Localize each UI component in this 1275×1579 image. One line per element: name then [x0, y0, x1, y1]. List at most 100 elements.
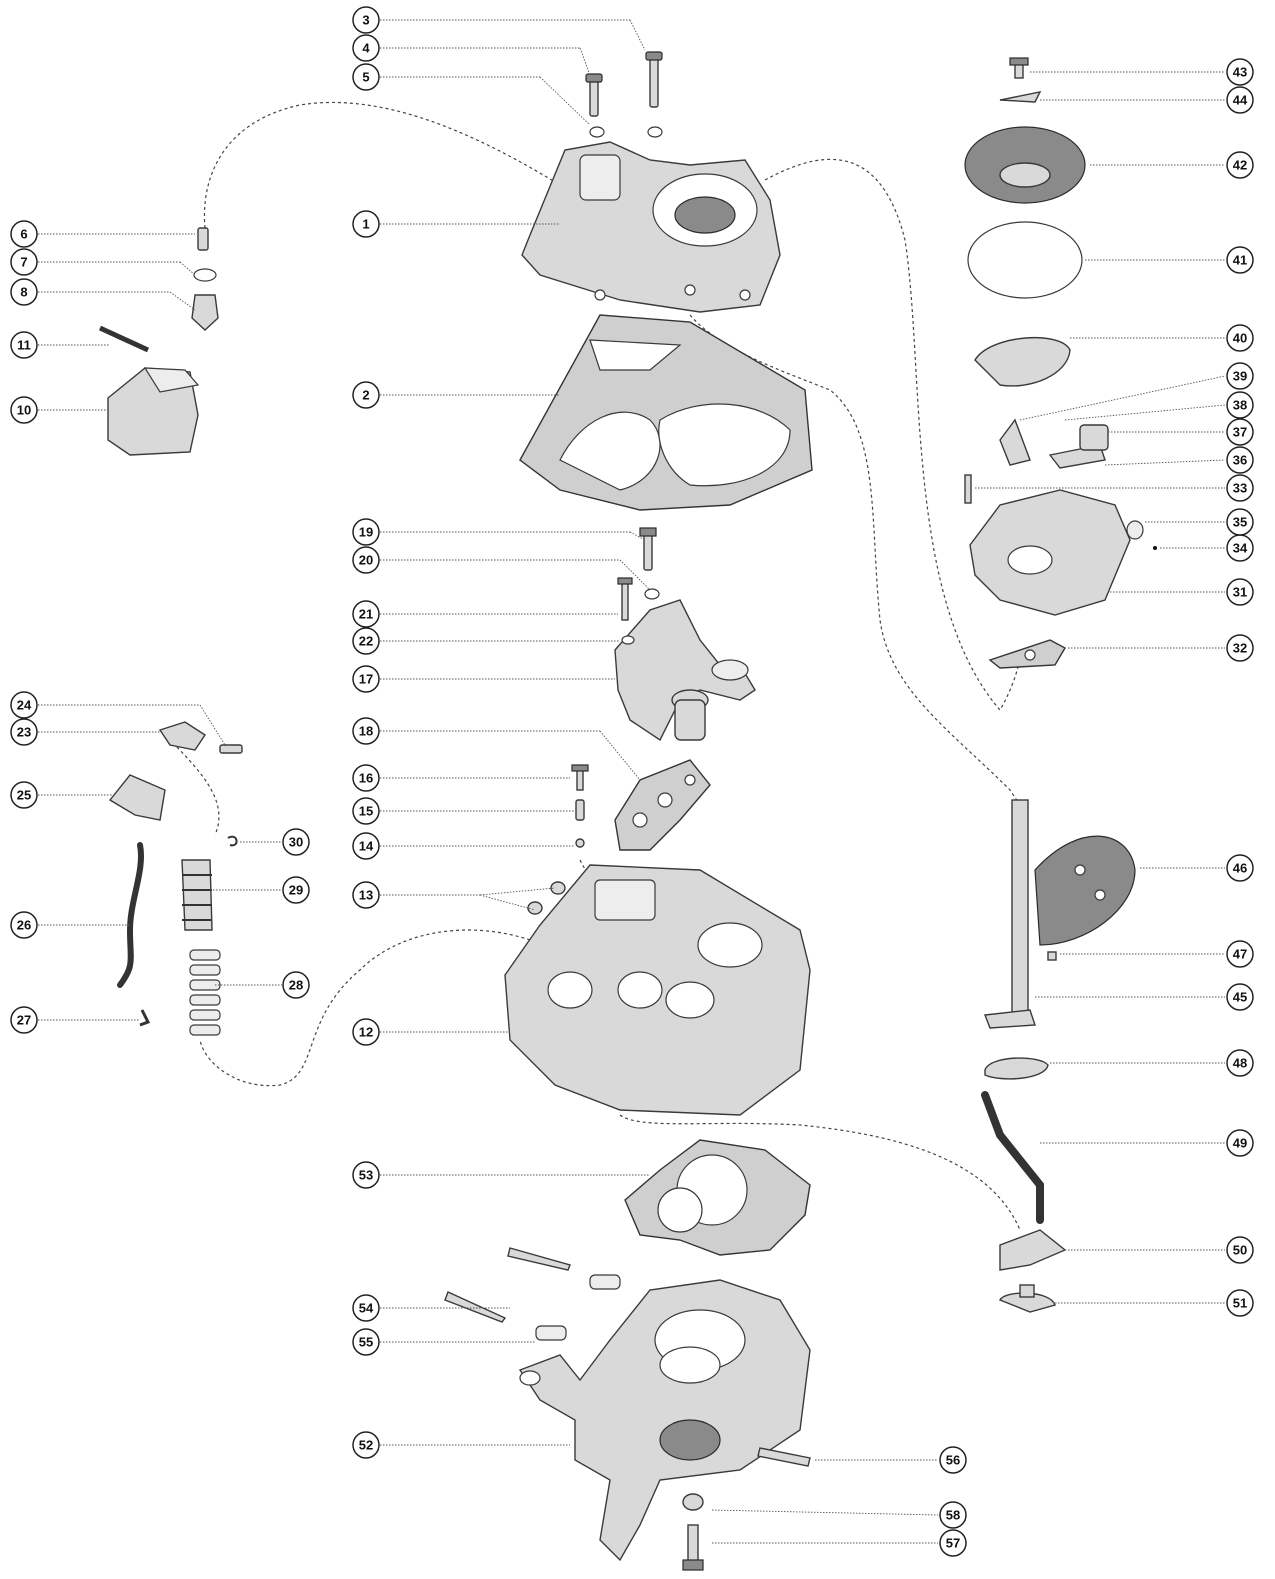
callout-label: 44 [1233, 93, 1248, 108]
callout: 11 [10, 331, 38, 359]
callout-label: 56 [946, 1453, 960, 1468]
callout-label: 30 [289, 835, 303, 850]
callout-label: 25 [17, 788, 31, 803]
callout: 54 [352, 1294, 380, 1322]
callout: 58 [939, 1501, 967, 1529]
air-horn-screws-3-4-5 [585, 51, 663, 138]
callout-label: 4 [362, 41, 370, 56]
callout: 13 [352, 881, 380, 909]
callout: 38 [1226, 391, 1254, 419]
callout-label: 32 [1233, 641, 1247, 656]
callout-label: 38 [1233, 398, 1247, 413]
callout-label: 57 [946, 1536, 960, 1551]
callout: 21 [352, 600, 380, 628]
throttle-body-gasket-part-53 [624, 1139, 811, 1256]
throttle-screws-parts-54-58 [444, 1247, 811, 1571]
callout: 57 [939, 1529, 967, 1557]
callout-label: 53 [359, 1168, 373, 1183]
callout-label: 20 [359, 553, 373, 568]
float-part-10-and-pin-11 [98, 325, 200, 456]
callout-label: 47 [1233, 947, 1247, 962]
callout: 34 [1226, 534, 1254, 562]
callout: 4 [352, 34, 380, 62]
callout: 32 [1226, 634, 1254, 662]
callout-label: 46 [1233, 861, 1247, 876]
callout: 16 [352, 764, 380, 792]
callout-label: 15 [359, 804, 373, 819]
callout: 31 [1226, 578, 1254, 606]
callout-label: 10 [17, 403, 31, 418]
callout: 7 [10, 248, 38, 276]
float-bowl-body-part-12 [504, 864, 811, 1116]
callout: 10 [10, 396, 38, 424]
callout: 14 [352, 832, 380, 860]
callout: 47 [1226, 940, 1254, 968]
callout-label: 43 [1233, 65, 1247, 80]
callout: 17 [352, 665, 380, 693]
callout-label: 2 [362, 388, 369, 403]
air-horn-gasket-part-2 [519, 314, 813, 511]
callout-label: 6 [20, 227, 27, 242]
callout-label: 7 [20, 255, 27, 270]
callout-label: 22 [359, 634, 373, 649]
callout: 29 [282, 876, 310, 904]
callout: 51 [1226, 1289, 1254, 1317]
callout: 37 [1226, 418, 1254, 446]
callout-label: 33 [1233, 481, 1247, 496]
callout: 41 [1226, 246, 1254, 274]
air-horn-part-1 [521, 141, 781, 313]
callout-label: 12 [359, 1025, 373, 1040]
callout: 30 [282, 828, 310, 856]
callout-label: 8 [20, 285, 27, 300]
callout-label: 50 [1233, 1243, 1247, 1258]
callout: 27 [10, 1006, 38, 1034]
callout: 23 [10, 718, 38, 746]
callout-label: 24 [17, 698, 32, 713]
callout: 42 [1226, 151, 1254, 179]
callout: 20 [352, 546, 380, 574]
callout: 46 [1226, 854, 1254, 882]
callout-label: 58 [946, 1508, 960, 1523]
callout: 53 [352, 1161, 380, 1189]
callout: 19 [352, 518, 380, 546]
callout-label: 49 [1233, 1136, 1247, 1151]
callout: 56 [939, 1446, 967, 1474]
callout-label: 52 [359, 1438, 373, 1453]
pump-rod-parts-26-27 [117, 842, 151, 1027]
callout: 55 [352, 1328, 380, 1356]
callout-label: 35 [1233, 515, 1247, 530]
callout-label: 5 [362, 70, 369, 85]
small-parts-13-16 [527, 764, 589, 915]
callout: 40 [1226, 324, 1254, 352]
callout-label: 42 [1233, 158, 1247, 173]
callout-label: 27 [17, 1013, 31, 1028]
callout-label: 29 [289, 883, 303, 898]
pump-lever-parts-23-25 [108, 721, 243, 821]
callout-label: 36 [1233, 453, 1247, 468]
callout-label: 45 [1233, 990, 1247, 1005]
callout: 22 [352, 627, 380, 655]
callout: 5 [352, 63, 380, 91]
callout: 35 [1226, 508, 1254, 536]
callout-label: 18 [359, 724, 373, 739]
callout: 43 [1226, 58, 1254, 86]
callout: 52 [352, 1431, 380, 1459]
assembly-lines [159, 101, 1021, 1231]
pump-plunger-parts-28-30 [181, 835, 238, 1036]
callout-label: 54 [359, 1301, 374, 1316]
callout-label: 3 [362, 13, 369, 28]
venturi-gasket-part-18 [614, 759, 711, 851]
callout: 6 [10, 220, 38, 248]
callout-label: 37 [1233, 425, 1247, 440]
callout-label: 13 [359, 888, 373, 903]
callout: 12 [352, 1018, 380, 1046]
choke-parts-31-44 [964, 57, 1157, 669]
callout-label: 19 [359, 525, 373, 540]
callout-label: 14 [359, 839, 374, 854]
callout-label: 39 [1233, 369, 1247, 384]
needle-seat-parts-6-7-8 [191, 227, 219, 331]
callout: 25 [10, 781, 38, 809]
callout-label: 23 [17, 725, 31, 740]
callout-label: 26 [17, 918, 31, 933]
callout: 8 [10, 278, 38, 306]
